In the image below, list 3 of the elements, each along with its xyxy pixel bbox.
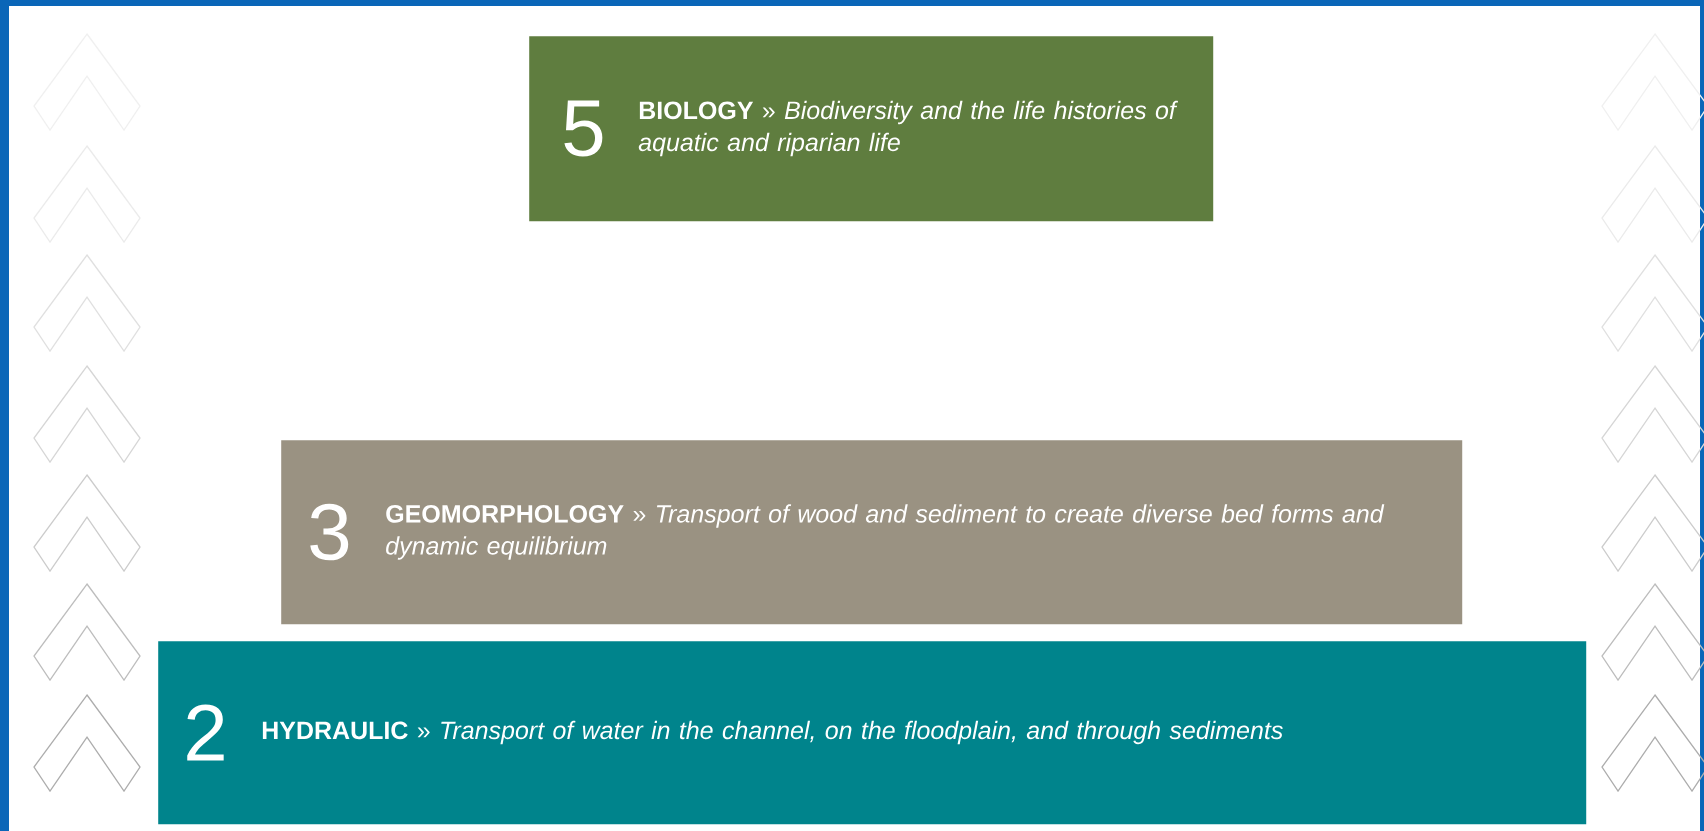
level-box: 5 BIOLOGY » Biodiversity and the life histories of aquatic and riparian life [529,36,1214,222]
level-box: 2 HYDRAULIC » Transport of water in the channel, on the floodplain, and through sediments [158,641,1587,825]
level-box: 3 GEOMORPHOLOGY » Transport of wood and sediment to create diverse bed forms and dynamic equilibrium [281,440,1463,625]
